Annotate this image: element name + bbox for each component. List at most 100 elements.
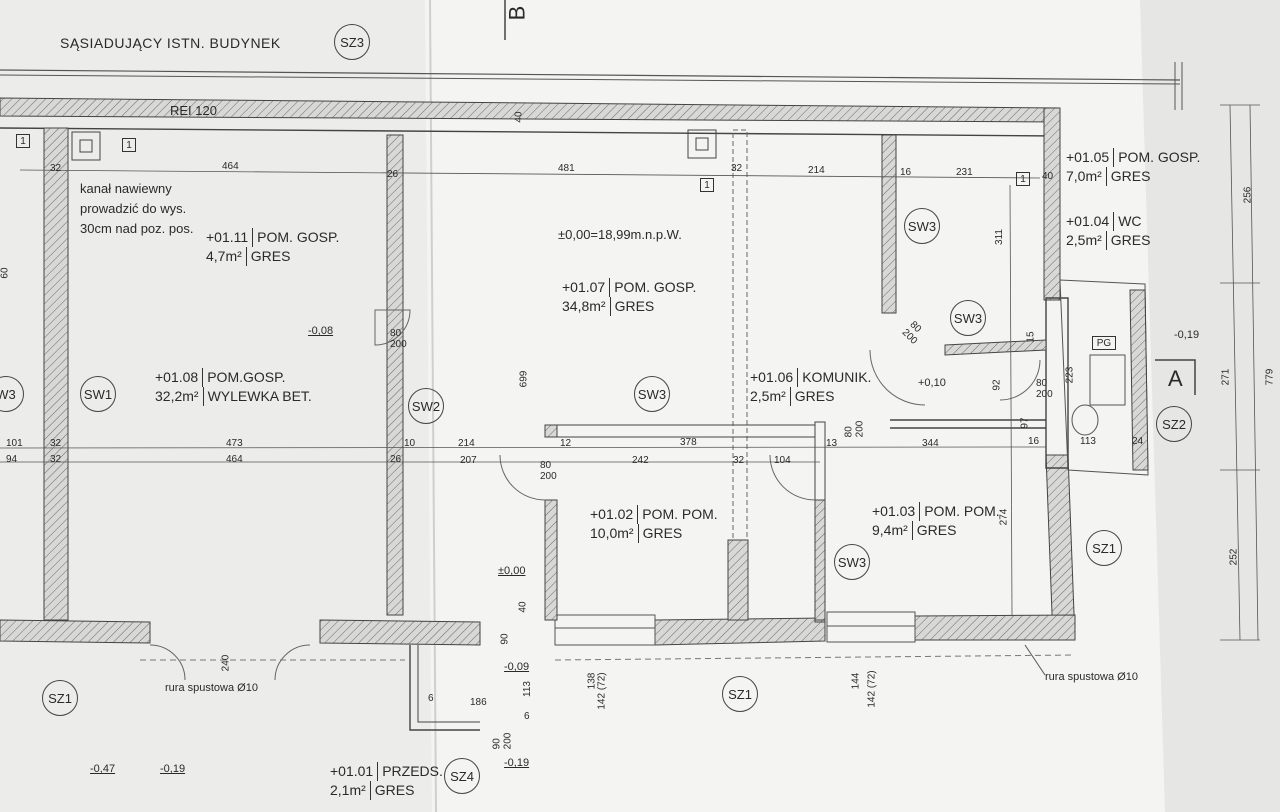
dim-12: 12 [560,438,572,449]
wall-tag-sw1: SW1 [80,376,116,412]
dim-473: 473 [226,438,243,449]
dim-344: 344 [922,438,939,449]
dim-464-top: 464 [222,161,239,172]
dim-60: 60 [0,267,11,279]
dim-94: 94 [6,454,18,465]
dim-40-top: 40 [1042,171,1054,182]
neighbour-building-label: SĄSIADUJĄCY ISTN. BUDYNEK [60,35,281,51]
dim-378: 378 [680,437,697,448]
dim-144: 144 [850,672,862,690]
vent-note-line3: 30cm nad poz. pos. [80,221,194,236]
wall-tag-sz3: SZ3 [334,24,370,60]
section-marker-a: A [1168,366,1183,391]
dim-90: 90 [499,633,511,645]
level-mark-1: -0,08 [308,325,334,337]
dim-142-72-b: 142 (72) [866,670,878,708]
dim-10: 10 [404,438,416,449]
level-mark-3: -0,19 [1174,329,1200,341]
wall-tag-sw3-c: SW3 [950,300,986,336]
dim-16-mid: 16 [1028,436,1040,447]
door-dim-a: 80 200 [390,328,407,350]
dim-481: 481 [558,163,575,174]
ref-box-4: 1 [1016,172,1030,186]
wall-tag-sz1-left: SZ1 [42,680,78,716]
dim-779: 779 [1264,368,1276,386]
door-dim-b: 80 200 [540,460,557,482]
dim-252: 252 [1228,548,1240,566]
dim-104: 104 [774,455,791,466]
dim-101: 101 [6,438,23,449]
dim-311: 311 [993,229,1005,245]
pg-box: PG [1092,336,1116,350]
section-marker-b: B [504,5,530,21]
door-dim-d: 80 200 [1036,378,1053,400]
dim-142-72-a: 142 (72) [596,672,608,710]
dim-32-mid-b: 32 [50,454,62,465]
dim-699: 699 [518,370,530,388]
wall-tag-sw3-a: SW3 [634,376,670,412]
dim-26-mid: 26 [390,454,402,465]
dim-32-mid-c: 32 [733,455,745,466]
level-mark-7: -0,47 [90,763,116,775]
wall-tag-sz1-right: SZ1 [1086,530,1122,566]
dim-97: 97 [1019,417,1031,429]
dim-214-top: 214 [808,165,825,176]
dim-207: 207 [460,455,477,466]
level-mark-5: -0,09 [504,661,530,673]
dim-231: 231 [956,167,973,178]
dim-274: 274 [998,508,1010,526]
dim-6-b: 6 [524,711,530,722]
dim-13: 13 [826,438,838,449]
dim-16-top: 16 [900,167,912,178]
dim-113-wc: 113 [1080,436,1096,447]
dim-242: 242 [632,455,649,466]
dim-32-top-left: 32 [50,163,62,174]
level-mark-4: ±0,00 [498,565,526,577]
dim-271: 271 [1220,368,1232,386]
dim-464-mid: 464 [226,454,243,465]
dim-15: 15 [1025,331,1037,343]
door-dim-c: 80 200 [843,420,866,438]
dim-240: 240 [220,654,232,672]
level-mark-2: +0,10 [918,377,946,389]
ref-box-1: 1 [16,134,30,148]
level-mark-6: -0,19 [504,757,530,769]
dim-32-top-mid: 32 [731,163,743,174]
dim-186: 186 [470,697,487,708]
door-dim-90: 90 200 [491,732,514,750]
level-mark-8: -0,19 [160,763,186,775]
wall-tag-sw3-b: SW3 [904,208,940,244]
wall-tag-sz4: SZ4 [444,758,480,794]
vent-note-line1: kanał nawiewny [80,181,172,196]
dim-92: 92 [991,379,1003,391]
ref-box-3: 1 [700,178,714,192]
drain-label-right: rura spustowa Ø10 [1045,671,1138,683]
wall-tag-sz1-mid: SZ1 [722,676,758,712]
wall-tag-sw2: SW2 [408,388,444,424]
dim-256: 256 [1242,186,1254,204]
dim-40-ceiling: 40 [513,111,525,123]
wall-tag-sw3-d: SW3 [834,544,870,580]
dim-223: 223 [1064,366,1076,384]
dim-40-left: 40 [517,601,529,613]
ref-box-2: 1 [122,138,136,152]
wall-tag-sz2: SZ2 [1156,406,1192,442]
dim-32-mid-a: 32 [50,438,62,449]
level-reference: ±0,00=18,99m.n.p.W. [558,227,682,242]
dim-113-left: 113 [521,681,533,697]
dim-26-top: 26 [387,169,399,180]
dim-6-a: 6 [428,693,434,704]
drain-label-left: rura spustowa Ø10 [165,682,258,694]
dim-214-mid: 214 [458,438,475,449]
fire-rating-label: REI 120 [170,103,217,118]
dim-24: 24 [1132,436,1144,447]
